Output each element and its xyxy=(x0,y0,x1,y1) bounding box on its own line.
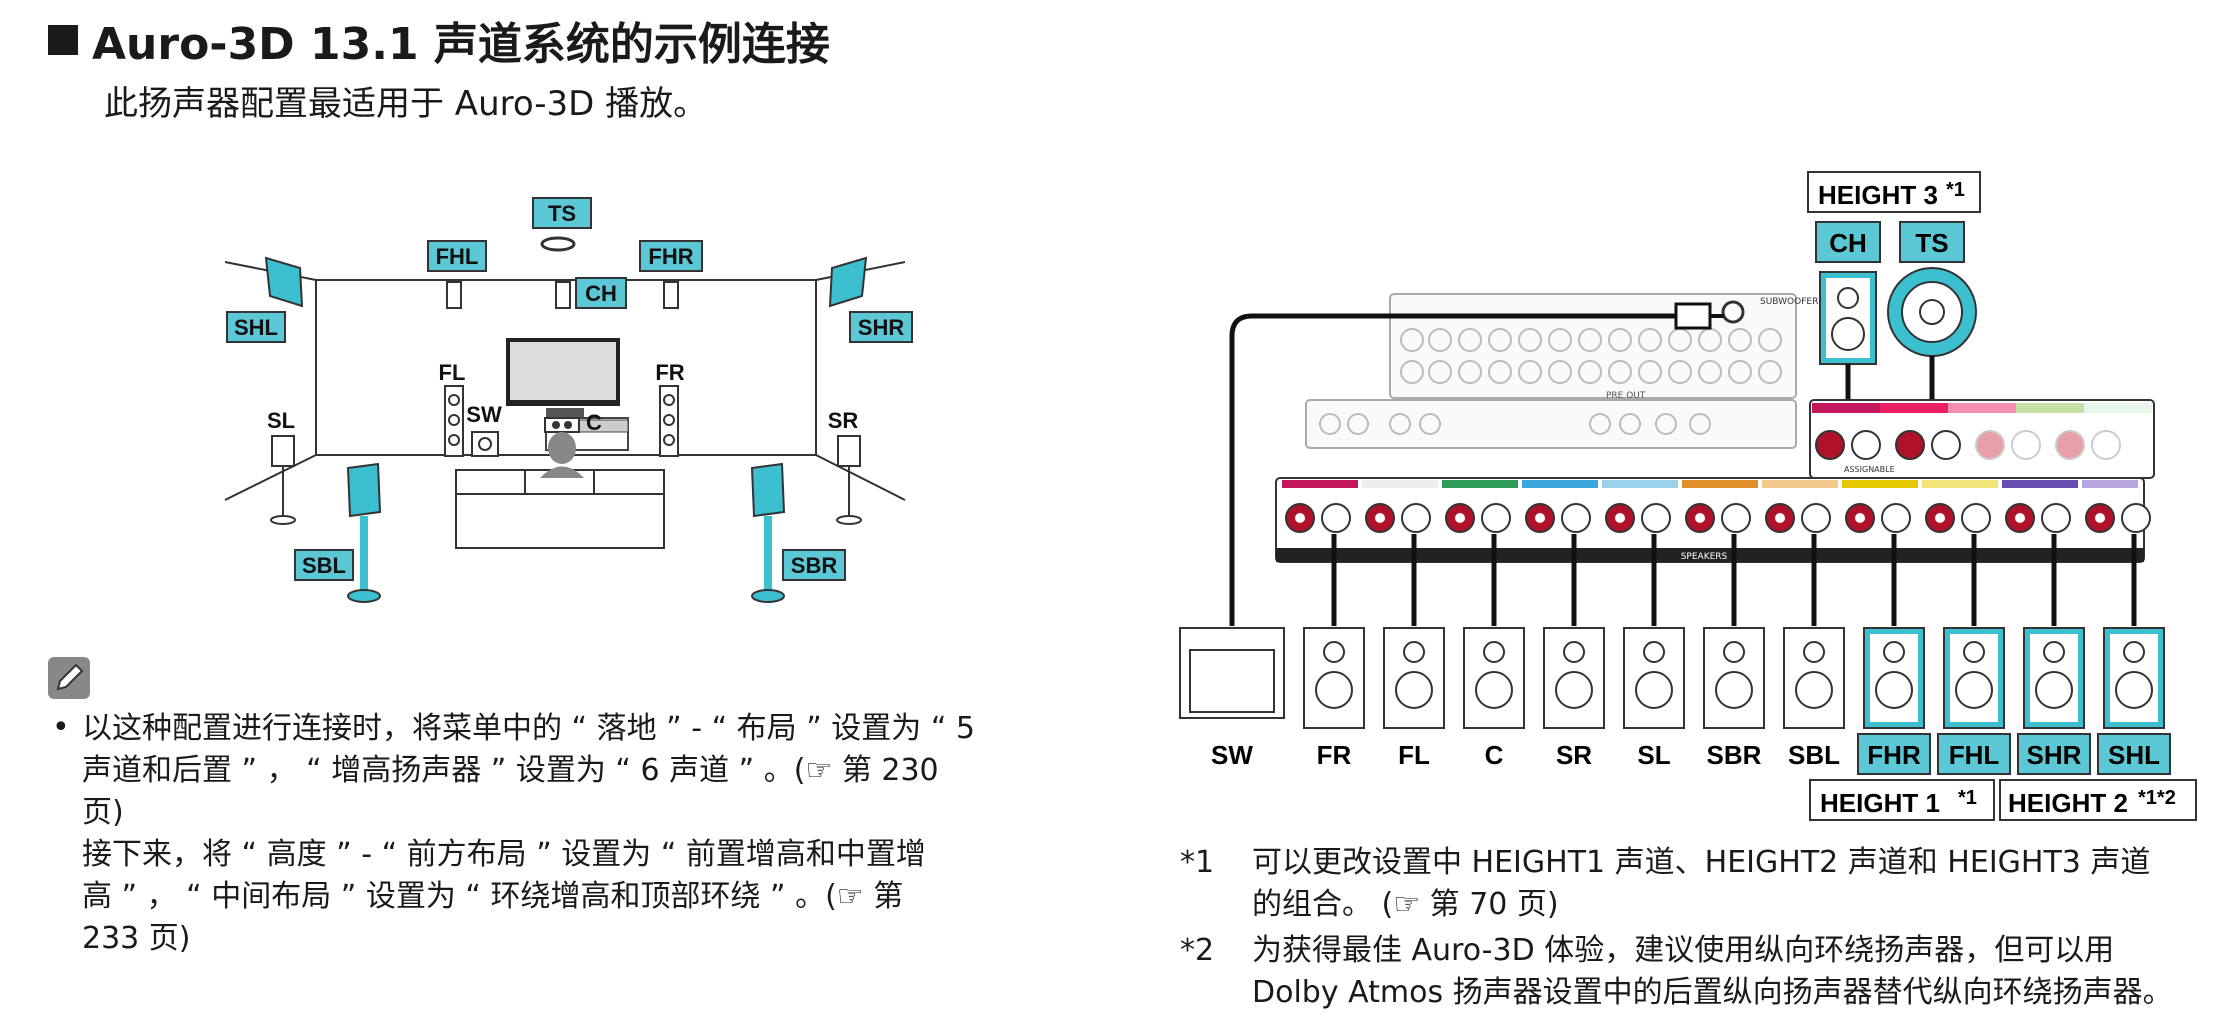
terminal-minus-4 xyxy=(1641,503,1671,533)
assignable-terminals xyxy=(1812,403,2152,460)
pencil-note-icon xyxy=(48,657,90,699)
note-p2-line1: 接下来，将 “ 高度 ” - “ 前方布局 ” 设置为 “ 前置增高和中置增 xyxy=(82,837,926,872)
speaker-box-icon-6 xyxy=(1703,627,1765,729)
pre-out-text: PRE OUT xyxy=(1606,391,1646,401)
bottom-label-fhl: FHL xyxy=(1949,740,2000,770)
speaker-box-icon-2 xyxy=(1383,627,1445,729)
terminal-minus-9 xyxy=(2041,503,2071,533)
height3-label: HEIGHT 3 xyxy=(1818,180,1938,210)
label-sbr: SBR xyxy=(791,553,838,578)
terminal-minus-0 xyxy=(1321,503,1351,533)
terminal-minus-2 xyxy=(1481,503,1511,533)
bottom-label-sbr: SBR xyxy=(1707,740,1762,770)
speaker-box-icon-3 xyxy=(1463,627,1525,729)
terminal-minus-3 xyxy=(1561,503,1591,533)
label-fhr: FHR xyxy=(648,244,693,269)
bottom-label-shr: SHR xyxy=(2027,740,2082,770)
bottom-label-fl: FL xyxy=(1398,740,1430,770)
fhr-speaker-icon xyxy=(663,281,679,309)
label-shr: SHR xyxy=(858,315,905,340)
fl-speaker-icon xyxy=(444,385,464,457)
title-square-icon xyxy=(48,25,78,55)
sw-speaker-icon xyxy=(471,431,499,457)
ts-speaker-icon xyxy=(540,236,576,252)
speaker-box-icon-10 xyxy=(2023,627,2085,729)
note-p1-line3: 页) xyxy=(82,795,124,830)
fhl-speaker-icon xyxy=(446,281,462,309)
label-sl: SL xyxy=(267,408,295,433)
page-title: Auro-3D 13.1 声道系统的示例连接 xyxy=(48,8,830,72)
speaker-box-icon-4 xyxy=(1543,627,1605,729)
note-p2-line2[interactable]: 高 ” ， “ 中间布局 ” 设置为 “ 环绕增高和顶部环绕 ” 。(☞ 第 xyxy=(82,879,904,914)
top-label-ts: TS xyxy=(1915,228,1948,258)
page-title-text: Auro-3D 13.1 声道系统的示例连接 xyxy=(92,19,830,70)
note-p1-line2[interactable]: 声道和后置 ” ， “ 增高扬声器 ” 设置为 “ 6 声道 ” 。(☞ 第 2… xyxy=(82,753,939,788)
note-p2-line3: 233 页) xyxy=(82,921,191,956)
bottom-label-sl: SL xyxy=(1637,740,1670,770)
speaker-box-icon-5 xyxy=(1623,627,1685,729)
bottom-label-shl: SHL xyxy=(2108,740,2160,770)
height3-mark: *1 xyxy=(1946,179,1965,201)
note-bullet: • xyxy=(52,710,70,745)
height2-label: HEIGHT 2 xyxy=(2008,788,2128,818)
sbl-speaker-icon xyxy=(346,462,382,518)
terminal-minus-1 xyxy=(1401,503,1431,533)
terminal-minus-7 xyxy=(1881,503,1911,533)
height1-mark: *1 xyxy=(1958,787,1977,809)
terminal-minus-8 xyxy=(1961,503,1991,533)
shr-speaker-icon xyxy=(828,256,868,308)
bottom-label-sw: SW xyxy=(1211,740,1253,770)
footnote-2-line1: 为获得最佳 Auro-3D 体验，建议使用纵向环绕扬声器，但可以用 xyxy=(1252,933,2115,968)
footnote-1-line1: 可以更改设置中 HEIGHT1 声道、HEIGHT2 声道和 HEIGHT3 声… xyxy=(1252,845,2151,880)
bottom-label-c: C xyxy=(1485,740,1504,770)
listener-icon xyxy=(548,432,576,464)
ch-speaker-icon xyxy=(555,281,571,309)
subwoofer-jack-icon xyxy=(1721,300,1745,324)
speakers-text: SPEAKERS xyxy=(1681,552,1728,562)
page-subtitle: 此扬声器配置最适用于 Auro-3D 播放。 xyxy=(104,84,708,124)
ts-ceiling-speaker-icon xyxy=(1887,267,1977,357)
footnote-1-line2[interactable]: 的组合。 (☞ 第 70 页) xyxy=(1252,887,1559,922)
terminal-minus-5 xyxy=(1721,503,1751,533)
label-shl: SHL xyxy=(234,315,278,340)
label-sbl: SBL xyxy=(302,553,346,578)
label-fl: FL xyxy=(439,360,466,385)
terminal-color-strips xyxy=(1282,480,2138,488)
label-ch: CH xyxy=(585,281,617,306)
terminal-minus-6 xyxy=(1801,503,1831,533)
assignable-text-top: ASSIGNABLE xyxy=(1844,465,1895,474)
speaker-box-icon-9 xyxy=(1943,627,2005,729)
footnote-2-line2: Dolby Atmos 扬声器设置中的后置纵向扬声器替代纵向环绕扬声器。 xyxy=(1252,975,2173,1010)
ch-box-speaker-icon xyxy=(1819,271,1877,365)
bottom-label-fr: FR xyxy=(1317,740,1352,770)
speaker-box-icon-1 xyxy=(1303,627,1365,729)
sbr-speaker-icon xyxy=(750,462,786,518)
fr-speaker-icon xyxy=(659,385,679,457)
height2-mark: *1*2 xyxy=(2138,787,2176,809)
label-ts: TS xyxy=(548,201,576,226)
label-sr: SR xyxy=(828,408,859,433)
label-c: C xyxy=(586,410,602,435)
label-fr: FR xyxy=(655,360,684,385)
shl-speaker-icon xyxy=(264,256,304,308)
speaker-box-icon-8 xyxy=(1863,627,1925,729)
note-p1-line1: 以这种配置进行连接时，将菜单中的 “ 落地 ” - “ 布局 ” 设置为 “ 5 xyxy=(82,711,975,746)
label-fhl: FHL xyxy=(436,244,479,269)
terminal-minus-10 xyxy=(2121,503,2151,533)
sw-box-speaker-icon xyxy=(1179,627,1285,719)
footnote-2-mark: *2 xyxy=(1180,933,1215,968)
top-label-ch: CH xyxy=(1829,228,1867,258)
bottom-label-fhr: FHR xyxy=(1867,740,1921,770)
bottom-label-sbl: SBL xyxy=(1788,740,1840,770)
subwoofer-text: SUBWOOFER xyxy=(1760,297,1818,307)
height1-label: HEIGHT 1 xyxy=(1820,788,1940,818)
speaker-box-icon-7 xyxy=(1783,627,1845,729)
label-sw: SW xyxy=(466,402,502,427)
room-diagram: TS FHL FHR CH SHL SHR SBL SBR FL FR SW C… xyxy=(224,197,913,603)
speaker-box-icon-11 xyxy=(2103,627,2165,729)
footnote-1-mark: *1 xyxy=(1180,845,1215,880)
bottom-label-sr: SR xyxy=(1556,740,1592,770)
